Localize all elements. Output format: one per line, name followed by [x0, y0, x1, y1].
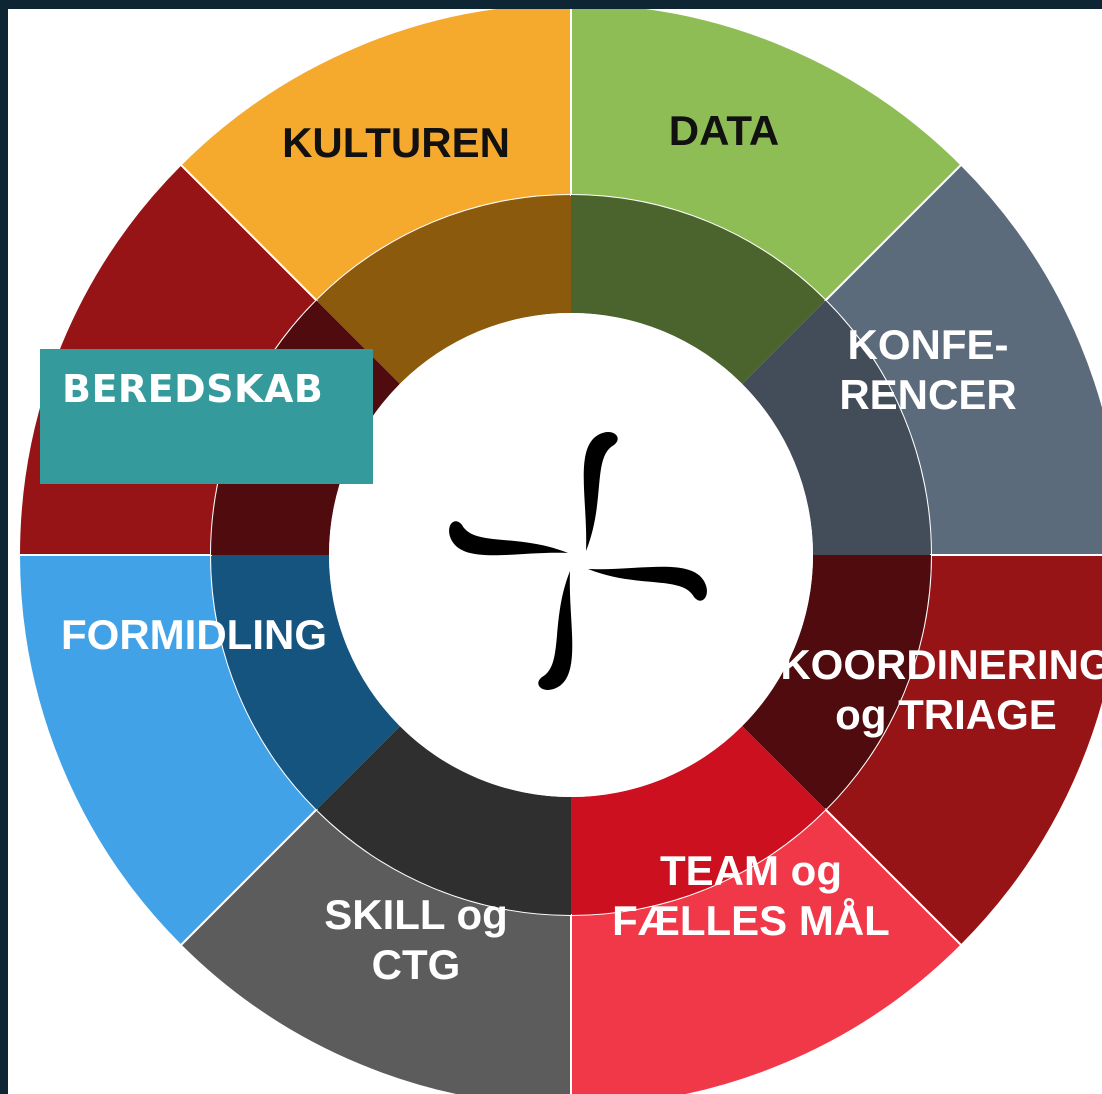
label-skill-line-1: SKILL og: [324, 891, 508, 938]
label-koordinering-line-2: og TRIAGE: [835, 691, 1057, 738]
label-konferencer-line-2: RENCER: [839, 371, 1016, 418]
segment-konferencer-inner: [742, 300, 931, 555]
label-kulturen-line-1: KULTUREN: [282, 119, 510, 166]
segment-skill-inner: [316, 726, 571, 915]
label-formidling-line-1: FORMIDLING: [61, 611, 327, 658]
segment-formidling-inner: [211, 555, 400, 810]
label-skill-line-2: CTG: [372, 941, 461, 988]
label-koordinering-line-1: KOORDINERING: [780, 641, 1102, 688]
center-disc: [329, 313, 813, 797]
label-team-line-1: TEAM og: [660, 847, 842, 894]
segment-kulturen-inner: [316, 195, 571, 384]
label-konferencer-line-1: KONFE-: [848, 321, 1009, 368]
label-data-line-1: DATA: [669, 107, 779, 154]
beredskab-badge: BEREDSKAB: [40, 349, 373, 484]
segment-data-inner: [571, 195, 826, 384]
label-team-line-2: FÆLLES MÅL: [612, 897, 890, 944]
segment-koordinering-inner: [742, 555, 931, 810]
segment-team-inner: [571, 726, 826, 915]
four-swirl-logo-icon: [449, 432, 707, 690]
